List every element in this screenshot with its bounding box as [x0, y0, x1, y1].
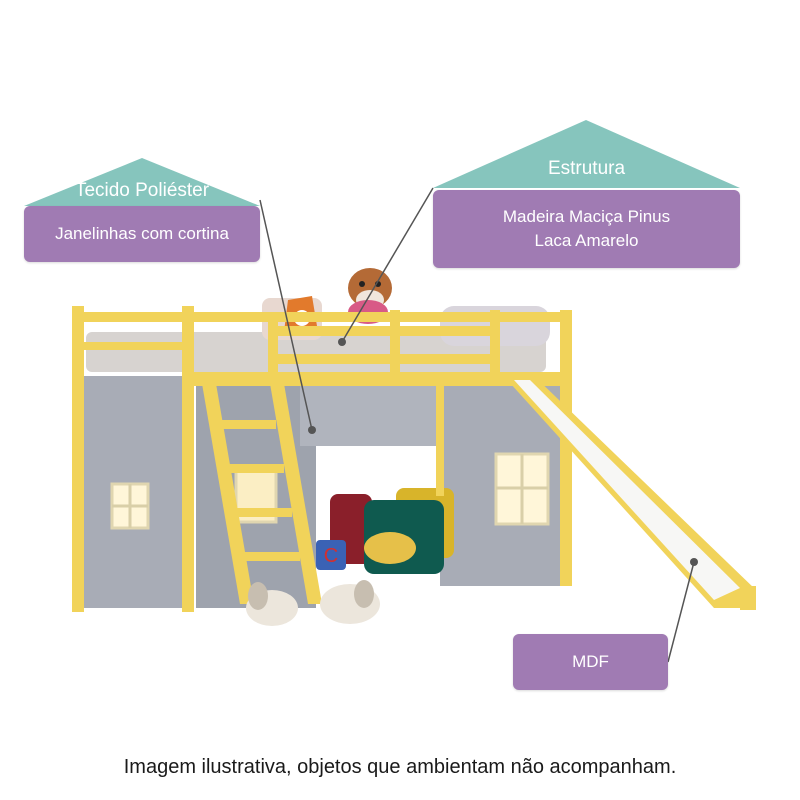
curtain-left [80, 376, 190, 608]
structure-leader-dot [338, 338, 346, 346]
structure-detail-box: Madeira Maciça Pinus Laca Amarelo [433, 190, 740, 268]
ladder [200, 372, 322, 604]
fabric-leader-dot [308, 426, 316, 434]
slide [500, 372, 756, 610]
fabric-title: Tecido Poliéster [74, 180, 210, 201]
bed-frame [72, 306, 572, 612]
structure-detail-line2: Laca Amarelo [534, 231, 639, 250]
structure-title: Estrutura [547, 158, 626, 179]
structure-roof-shape [433, 120, 740, 188]
fabric-leader-line [259, 199, 313, 431]
fabric-roof-shape [24, 158, 260, 206]
slide-detail-text: MDF [572, 652, 609, 671]
slide-leader-line [667, 561, 695, 663]
structure-leader-line [341, 187, 434, 343]
cushions: C [316, 488, 454, 574]
slide-detail-box: MDF [513, 634, 668, 690]
plush-dogs-floor [246, 580, 380, 626]
structure-detail-line1: Madeira Maciça Pinus [502, 207, 671, 226]
fabric-detail-box: Janelinhas com cortina [24, 206, 260, 262]
slide-leader-dot [690, 558, 698, 566]
disclaimer-caption: Imagem ilustrativa, objetos que ambienta… [123, 756, 677, 778]
curtain-right [440, 386, 560, 586]
svg-text:C: C [324, 545, 338, 567]
fabric-detail-text: Janelinhas com cortina [55, 224, 229, 243]
